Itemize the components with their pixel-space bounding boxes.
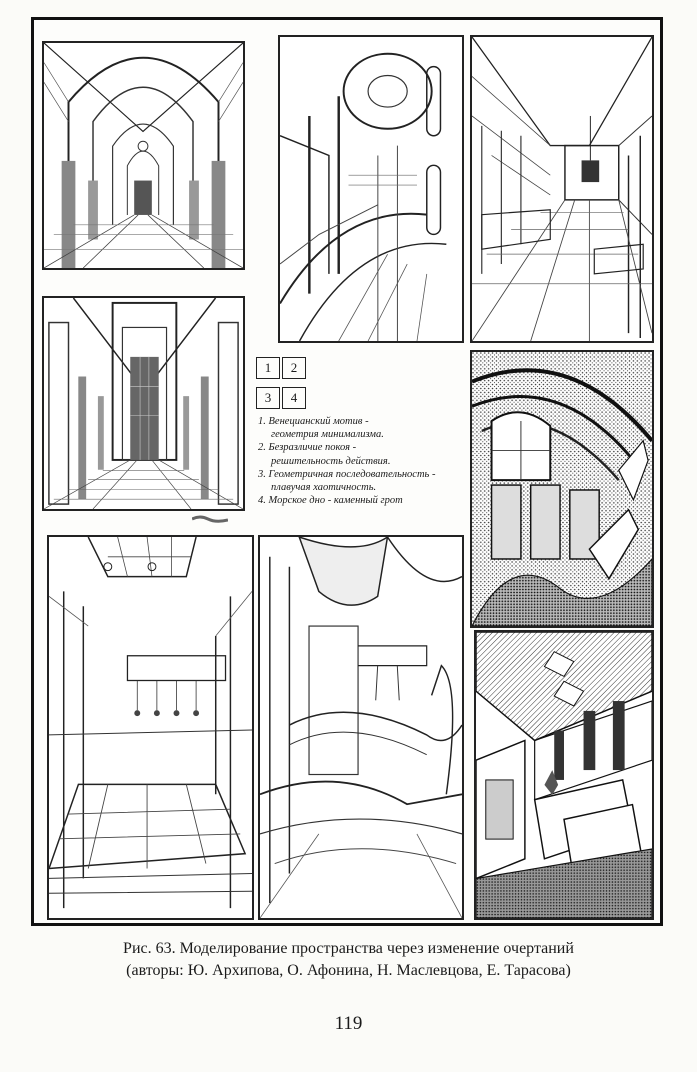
legend-number-3: 3 [256, 387, 280, 409]
legend-captions: 1. Венецианский мотив - геометрия минима… [258, 415, 478, 507]
figure-caption: Рис. 63. Моделирование пространства чере… [0, 938, 697, 982]
legend-line: 1. Венецианский мотив - [258, 416, 369, 427]
drawing-gothic-nave [42, 41, 245, 270]
legend-line: 2. Безразличие покоя - [258, 442, 357, 454]
drawing-geometric-sequence [47, 535, 254, 920]
legend-line: плавучая хаотичность. [271, 482, 377, 494]
ink-smudge [192, 515, 228, 523]
drawing-corridor-columns [42, 296, 245, 511]
legend-number-2: 2 [282, 357, 306, 379]
legend-number-1: 1 [256, 357, 280, 379]
figure-frame: 1 2 3 4 1. Венецианский мотив - геометри… [31, 17, 663, 926]
drawing-floating-chaos [258, 535, 464, 920]
drawing-sea-bottom [474, 630, 654, 920]
figure-legend: 1 2 3 4 1. Венецианский мотив - геометри… [256, 357, 474, 506]
legend-line: геометрия минимализма. [271, 429, 384, 441]
drawing-calm-corridor [470, 35, 654, 343]
figure-caption-line-2: (авторы: Ю. Архипова, О. Афонина, Н. Мас… [126, 962, 571, 979]
legend-number-grid: 1 2 3 4 [256, 357, 474, 415]
legend-number-4: 4 [282, 387, 306, 409]
drawing-venetian-motif [278, 35, 464, 343]
legend-line: 3. Геометричная последовательность - [258, 468, 436, 480]
legend-line: решительность действия. [271, 455, 391, 467]
drawing-stone-grotto [470, 350, 654, 628]
page-number: 119 [334, 1013, 363, 1034]
figure-caption-line-1: Рис. 63. Моделирование пространства чере… [123, 940, 574, 957]
legend-line: 4. Морское дно - каменный грот [258, 495, 403, 507]
